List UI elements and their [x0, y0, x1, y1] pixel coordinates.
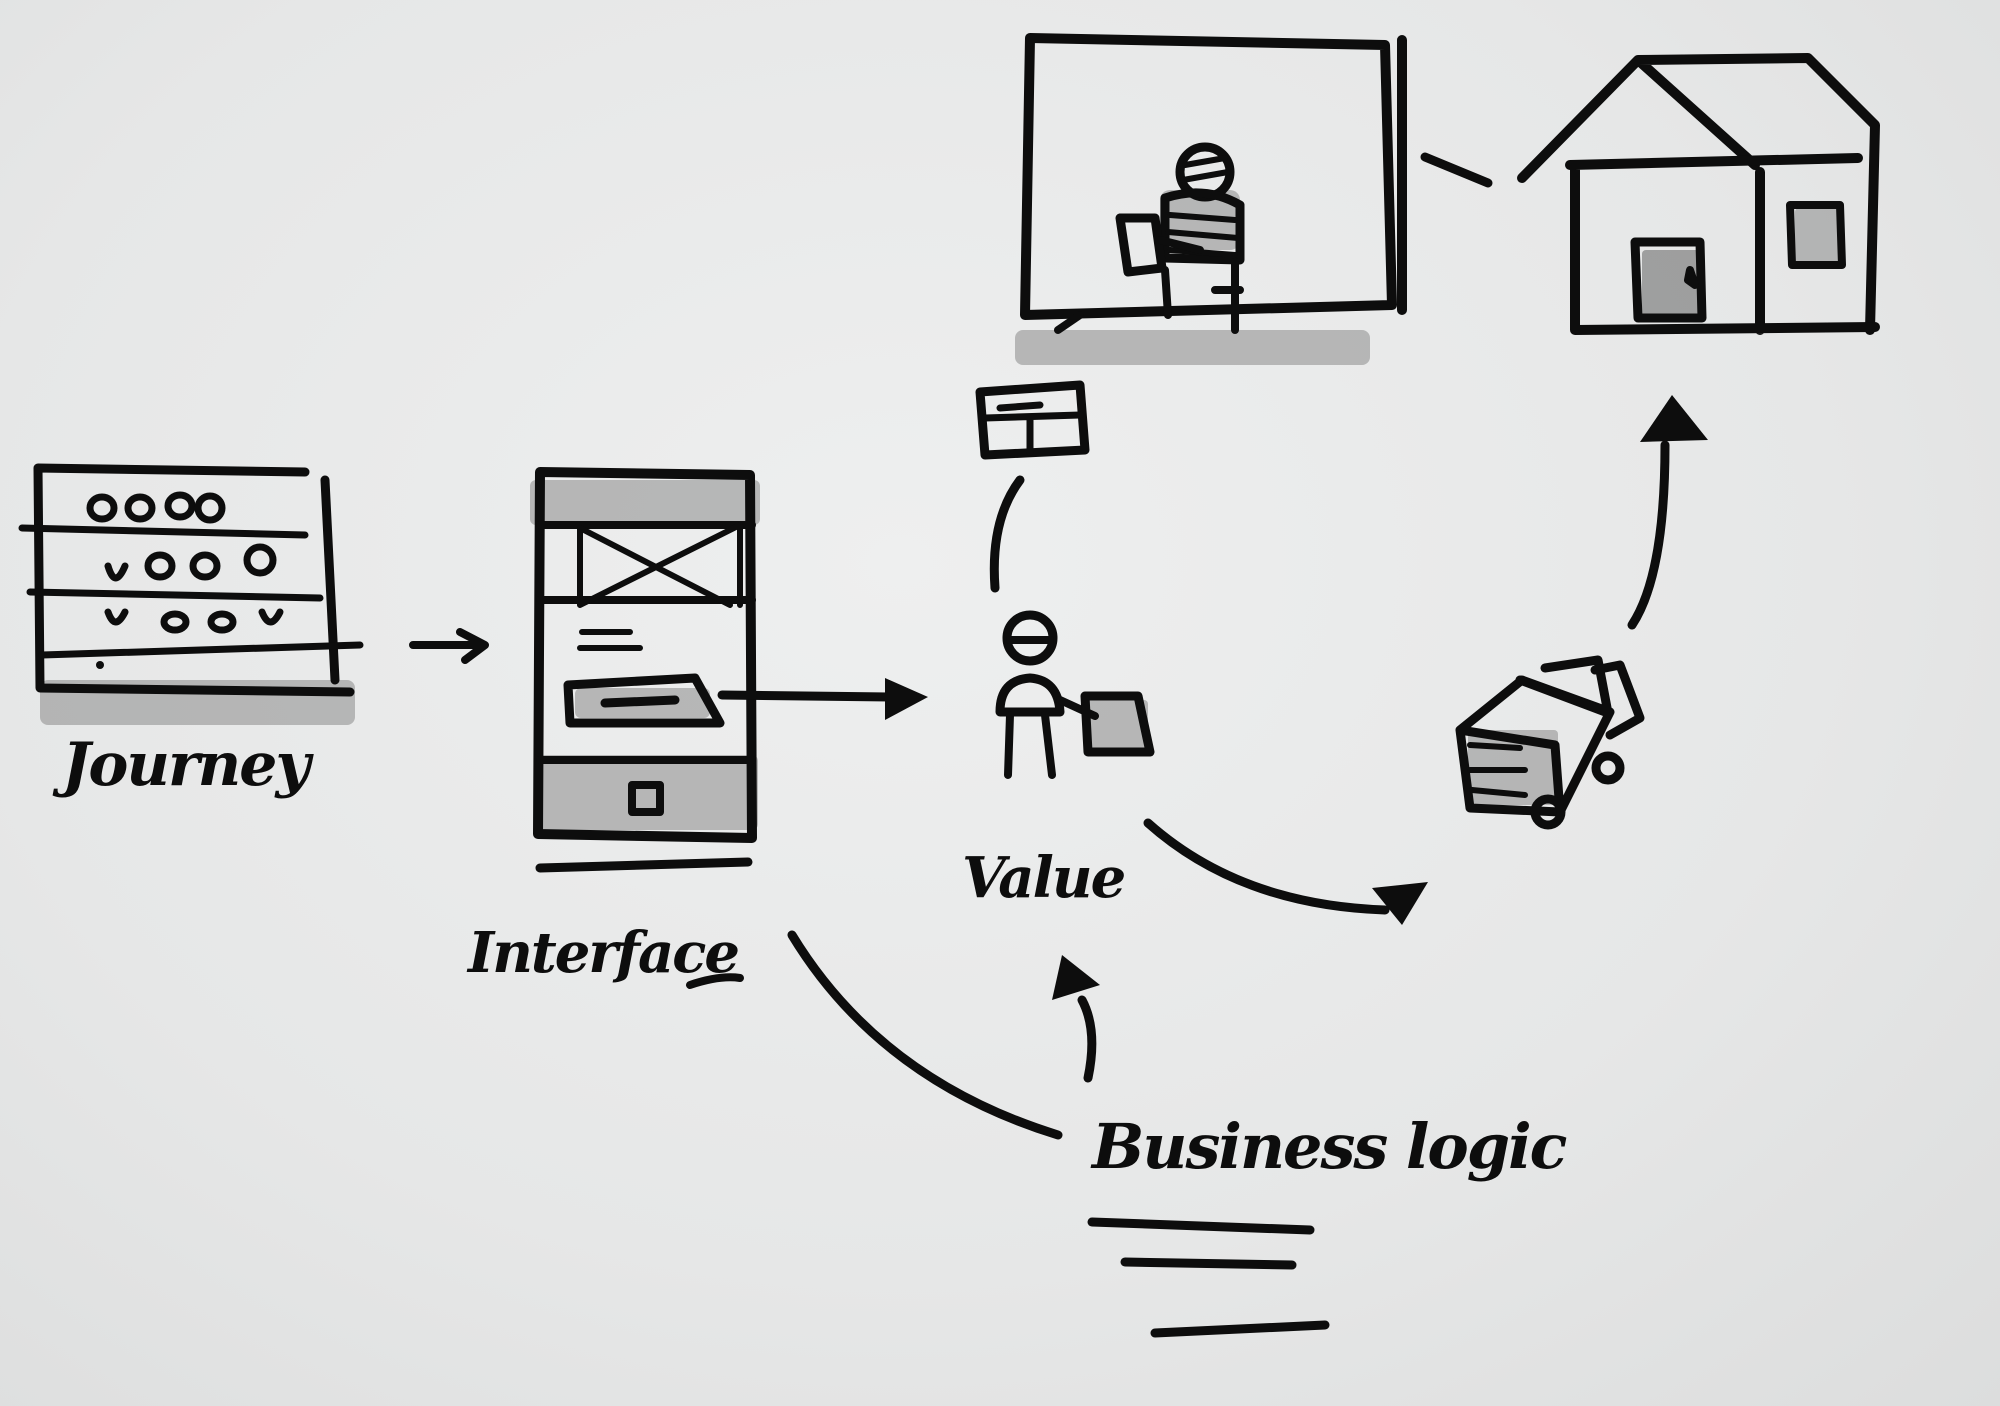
connector-value-to-card [989, 475, 1025, 593]
arrowhead-interface-to-value [885, 678, 928, 720]
arrow-value-to-truck [1143, 818, 1390, 915]
delivery-truck-icon [1455, 655, 1645, 830]
card-icon [975, 380, 1090, 460]
connector-logic-to-interface [787, 930, 1063, 1140]
wireframe-phone-icon [530, 467, 760, 873]
connector-window-to-house [1420, 152, 1493, 188]
arrow-logic-to-value [1077, 995, 1097, 1083]
grid-board-icon [18, 463, 364, 725]
arrow-truck-to-house [1627, 440, 1670, 630]
arrowhead-value-to-truck [1372, 882, 1428, 925]
label-journey: Journey [62, 730, 310, 800]
label-business-logic: Business logic [1092, 1110, 1567, 1183]
arrowhead-logic-to-value [1052, 955, 1100, 1000]
label-interface: Interface [468, 920, 740, 986]
arrow-journey-to-interface [409, 628, 489, 664]
label-value: Value [962, 845, 1126, 911]
house-icon [1517, 53, 1880, 335]
window-person-icon [1015, 33, 1407, 365]
arrowhead-truck-to-house [1640, 395, 1708, 442]
text-lines [1087, 1217, 1330, 1338]
person-at-laptop-icon [995, 610, 1155, 779]
interface-label-tail [686, 973, 744, 989]
arrow-interface-to-value [717, 690, 895, 702]
